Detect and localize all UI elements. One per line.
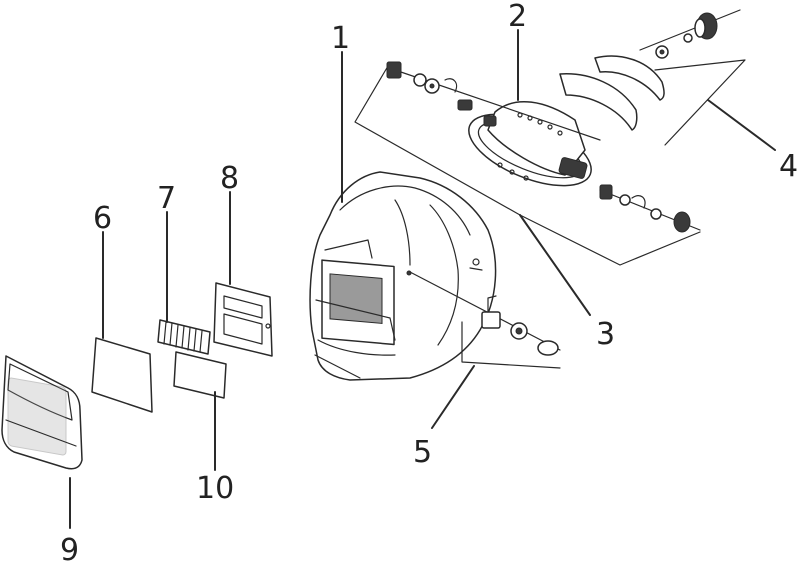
callout-7: 7 — [157, 181, 176, 216]
callout-10: 10 — [196, 471, 234, 506]
helmet-shell — [309, 171, 497, 381]
clear-lens-part — [91, 337, 153, 413]
outer-cover-frame — [1, 355, 83, 470]
callout-2: 2 — [508, 0, 527, 34]
callout-8: 8 — [220, 161, 239, 196]
callout-3: 3 — [596, 317, 615, 352]
headgear — [468, 100, 592, 187]
small-lens-part — [173, 351, 227, 399]
callout-5: 5 — [413, 435, 432, 470]
side-hardware — [409, 271, 561, 369]
filter-cartridge-part — [213, 282, 273, 357]
striped-insert-part — [157, 319, 211, 355]
callout-6: 6 — [93, 201, 112, 236]
leader-lines — [69, 29, 776, 529]
callout-numbers: 1 2 3 4 5 6 7 8 9 10 — [60, 0, 798, 567]
callout-4: 4 — [779, 149, 798, 184]
callout-1: 1 — [331, 21, 350, 56]
callout-9: 9 — [60, 533, 79, 567]
headgear-hardware — [354, 9, 746, 266]
